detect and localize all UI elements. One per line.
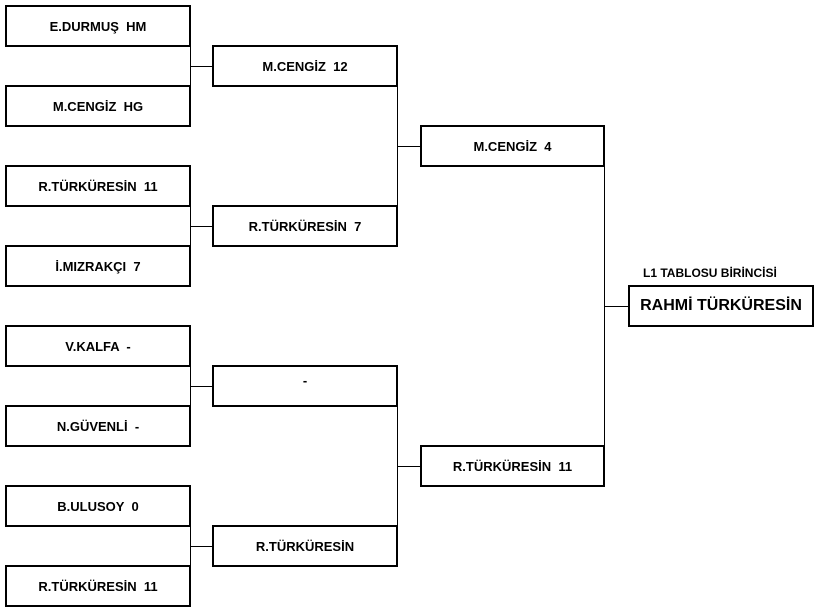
r3-match-box-1: M.CENGİZ 4: [420, 125, 605, 167]
r2-match-box-3: -: [212, 365, 398, 407]
player-label: R.TÜRKÜRESİN 11: [38, 178, 158, 194]
r3-match-box-2: R.TÜRKÜRESİN 11: [420, 445, 605, 487]
r1-match-box-5: V.KALFA -: [5, 325, 191, 367]
player-label: R.TÜRKÜRESİN: [255, 538, 355, 554]
r2-match-box-1: M.CENGİZ 12: [212, 45, 398, 87]
player-label: N.GÜVENLİ -: [56, 418, 140, 434]
player-label: İ.MIZRAKÇI 7: [55, 258, 141, 274]
r1-match-box-6: N.GÜVENLİ -: [5, 405, 191, 447]
player-label: E.DURMUŞ HM: [49, 18, 147, 34]
connector-line: [604, 306, 629, 307]
r2-match-box-2: R.TÜRKÜRESİN 7: [212, 205, 398, 247]
r2-match-box-4: R.TÜRKÜRESİN: [212, 525, 398, 567]
r1-match-box-2: M.CENGİZ HG: [5, 85, 191, 127]
player-label: -: [302, 373, 308, 388]
connector-line: [190, 226, 213, 227]
connector-line: [397, 466, 421, 467]
player-label: R.TÜRKÜRESİN 7: [248, 218, 362, 234]
connector-line: [190, 386, 213, 387]
winner-title: L1 TABLOSU BİRİNCİSİ: [643, 266, 777, 280]
player-label: V.KALFA -: [65, 338, 131, 354]
winner-box: RAHMİ TÜRKÜRESİN: [628, 285, 814, 327]
player-label: R.TÜRKÜRESİN 11: [38, 578, 158, 594]
player-label: M.CENGİZ HG: [52, 98, 144, 114]
connector-line: [190, 66, 213, 67]
r1-match-box-4: İ.MIZRAKÇI 7: [5, 245, 191, 287]
r1-match-box-8: R.TÜRKÜRESİN 11: [5, 565, 191, 607]
connector-line: [397, 146, 421, 147]
winner-name: RAHMİ TÜRKÜRESİN: [640, 297, 802, 314]
r1-match-box-3: R.TÜRKÜRESİN 11: [5, 165, 191, 207]
player-label: M.CENGİZ 12: [262, 58, 348, 74]
r1-match-box-7: B.ULUSOY 0: [5, 485, 191, 527]
connector-line: [190, 546, 213, 547]
r1-match-box-1: E.DURMUŞ HM: [5, 5, 191, 47]
player-label: M.CENGİZ 4: [473, 138, 552, 154]
player-label: B.ULUSOY 0: [57, 498, 139, 514]
player-label: R.TÜRKÜRESİN 11: [452, 458, 573, 474]
